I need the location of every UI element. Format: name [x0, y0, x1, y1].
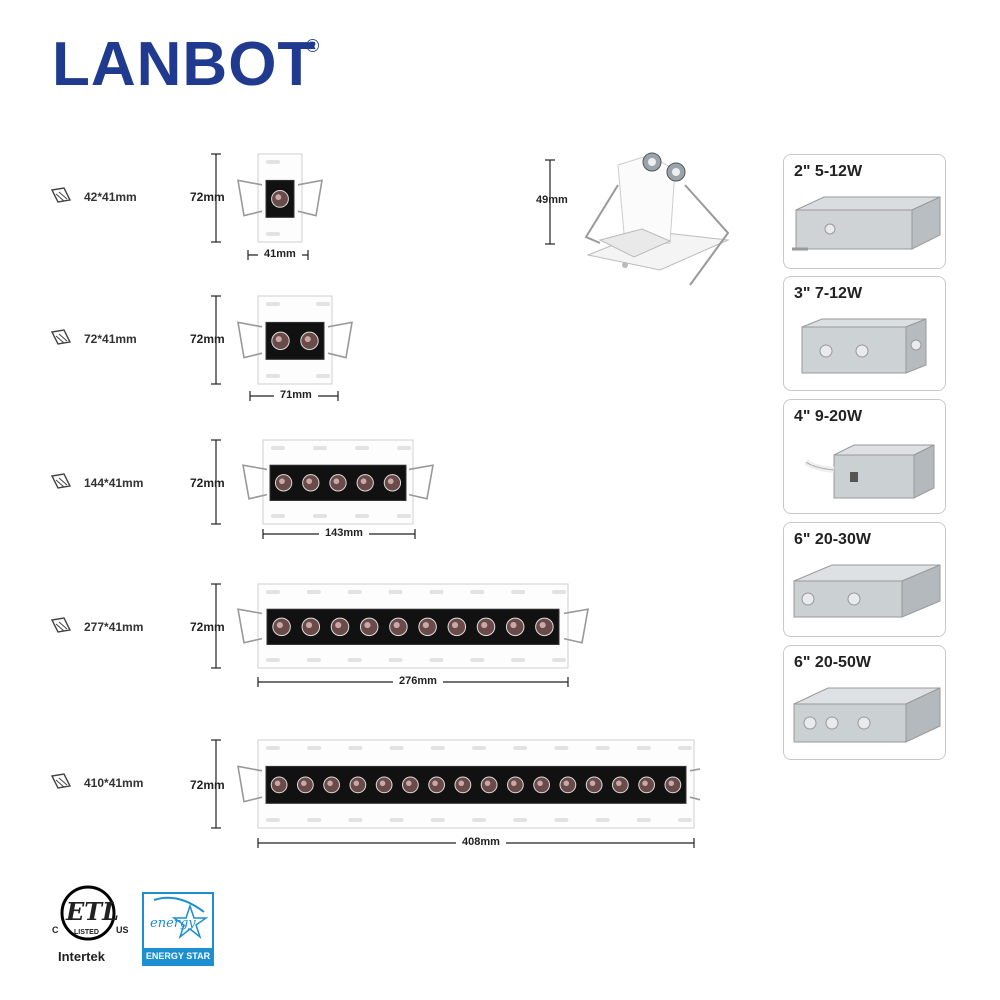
cutout-icon — [50, 186, 72, 209]
cutout-size-label: 42*41mm — [84, 190, 137, 204]
junction-box-image — [793, 564, 941, 618]
cutout-icon — [50, 328, 72, 351]
driver-label: 6" 20-50W — [794, 654, 871, 671]
driver-card-6in-30w[interactable]: 6" 20-30W — [783, 522, 946, 637]
width-label: 276mm — [393, 675, 443, 687]
side-view-drawing — [545, 152, 730, 286]
fixture-drawing — [211, 583, 589, 687]
fixture-drawing — [211, 739, 700, 848]
side-view: 49mm — [530, 145, 750, 295]
junction-box-image — [804, 444, 935, 499]
cutout-icon — [50, 472, 72, 495]
junction-box-image — [793, 687, 941, 743]
etl-mark-text: ETL — [66, 897, 120, 926]
cutout-size-label: 277*41mm — [84, 620, 144, 634]
junction-box-image — [792, 196, 941, 251]
driver-label: 4" 9-20W — [794, 408, 863, 425]
etl-listed: LISTED — [74, 929, 99, 936]
driver-label: 2" 5-12W — [794, 163, 863, 180]
driver-card-2in[interactable]: 2" 5-12W — [783, 154, 946, 269]
width-label: 71mm — [274, 389, 318, 401]
energy-star-script: energy — [150, 916, 196, 931]
fixture-drawing — [211, 439, 434, 539]
energy-star-icon — [153, 896, 209, 940]
energy-star-certification: energy ENERGY STAR — [142, 892, 214, 966]
driver-card-6in-50w[interactable]: 6" 20-50W — [783, 645, 946, 760]
fixture-drawing — [211, 295, 353, 401]
depth-label: 49mm — [536, 194, 568, 206]
driver-card-3in[interactable]: 3" 7-12W — [783, 276, 946, 391]
energy-star-label: ENERGY STAR — [144, 948, 212, 964]
registered-mark: ® — [306, 36, 320, 56]
etl-us: US — [116, 925, 129, 935]
cutout-size-label: 410*41mm — [84, 776, 144, 790]
width-label: 408mm — [456, 836, 506, 848]
junction-box-image — [801, 318, 927, 374]
width-label: 143mm — [319, 527, 369, 539]
fixture-drawing — [211, 153, 323, 260]
cutout-size-label: 72*41mm — [84, 332, 137, 346]
driver-label: 3" 7-12W — [794, 285, 863, 302]
etl-mark-icon — [60, 885, 116, 941]
etl-c: C — [52, 925, 59, 935]
width-label: 41mm — [258, 248, 302, 260]
brand-logo: LANBOT — [52, 30, 317, 99]
driver-label: 6" 20-30W — [794, 531, 871, 548]
cutout-size-label: 144*41mm — [84, 476, 144, 490]
driver-card-4in[interactable]: 4" 9-20W — [783, 399, 946, 514]
cutout-icon — [50, 772, 72, 795]
etl-certification: ETL C US LISTED Intertek — [50, 885, 130, 970]
intertek-label: Intertek — [58, 949, 105, 964]
cutout-icon — [50, 616, 72, 639]
